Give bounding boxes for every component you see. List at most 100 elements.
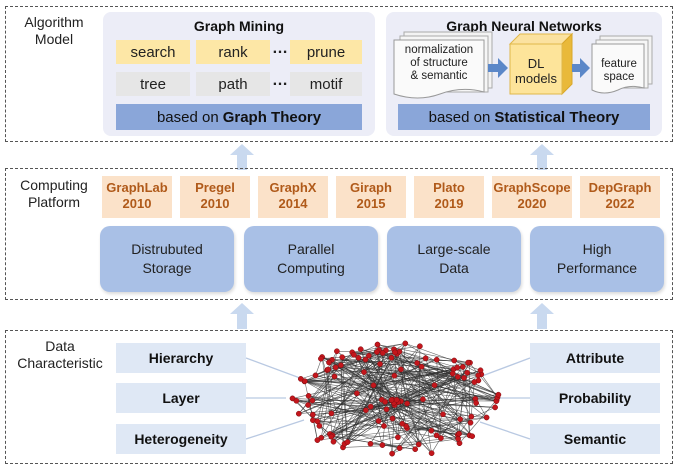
network-node bbox=[473, 400, 479, 406]
network-node bbox=[293, 397, 300, 404]
network-node bbox=[495, 391, 502, 398]
network-edge bbox=[329, 433, 398, 438]
algorithm-model-label: Algorithm Model bbox=[10, 14, 98, 48]
gnn-output-text: feature space bbox=[594, 58, 644, 84]
gnn-model-text: DL models bbox=[510, 56, 562, 86]
statistical-theory-bar: based on Statistical Theory bbox=[398, 104, 650, 130]
network-edge bbox=[308, 395, 473, 437]
network-node bbox=[383, 406, 390, 413]
network-node bbox=[418, 363, 425, 370]
network-edge bbox=[384, 401, 458, 436]
network-node bbox=[477, 367, 484, 374]
network-edge bbox=[368, 355, 407, 427]
network-edge bbox=[416, 362, 444, 415]
network-edge bbox=[329, 401, 386, 435]
network-node bbox=[471, 379, 478, 385]
network-node bbox=[417, 343, 423, 350]
network-edge bbox=[363, 344, 378, 373]
network-node bbox=[412, 446, 419, 453]
network-node bbox=[428, 427, 435, 434]
network-node bbox=[465, 359, 471, 366]
network-node bbox=[374, 341, 381, 348]
data-label-line2: Characteristic bbox=[17, 355, 103, 371]
computing-label-line1: Computing bbox=[20, 177, 88, 193]
data-characteristic-label: Data Characteristic bbox=[10, 338, 110, 372]
gnn-input-line3: & semantic bbox=[410, 70, 468, 82]
network-node bbox=[389, 450, 395, 457]
network-edge bbox=[425, 358, 435, 386]
network-edge bbox=[298, 369, 402, 414]
network-edge bbox=[400, 369, 408, 404]
network-edge bbox=[312, 351, 400, 401]
data-characteristic-section bbox=[5, 330, 673, 464]
chip-rank: rank bbox=[196, 40, 270, 64]
chip-motif: motif bbox=[290, 72, 362, 96]
network-node bbox=[454, 374, 461, 380]
network-edge bbox=[373, 368, 454, 386]
network-edge bbox=[304, 351, 400, 382]
network-node bbox=[492, 404, 498, 411]
network-node bbox=[309, 397, 316, 404]
network-edge bbox=[333, 345, 421, 442]
chip-path: path bbox=[196, 72, 270, 96]
network-node bbox=[374, 349, 380, 355]
feature-distributed-storage: Distrubuted Storage bbox=[100, 226, 234, 292]
feature-line2: Computing bbox=[277, 260, 345, 276]
network-edge bbox=[377, 344, 458, 368]
network-node bbox=[440, 411, 446, 418]
system-giraph: Giraph 2015 bbox=[336, 176, 406, 218]
network-node bbox=[454, 364, 461, 371]
network-edge bbox=[321, 356, 392, 401]
network-edge bbox=[304, 380, 385, 427]
network-edge bbox=[340, 364, 393, 400]
network-edge bbox=[334, 376, 358, 394]
network-node bbox=[354, 390, 360, 397]
network-node bbox=[382, 399, 388, 405]
network-edge bbox=[304, 380, 472, 417]
network-edge bbox=[331, 352, 396, 414]
system-pregel: Pregel 2010 bbox=[180, 176, 250, 218]
feature-line2: Performance bbox=[556, 260, 638, 276]
network-edge bbox=[399, 351, 461, 420]
output-stack-icon bbox=[591, 35, 653, 94]
system-year: 2010 bbox=[200, 196, 230, 211]
network-node bbox=[326, 359, 332, 366]
network-node bbox=[312, 372, 319, 379]
network-node bbox=[449, 370, 456, 377]
network-edge bbox=[332, 435, 400, 449]
network-edge bbox=[298, 367, 336, 414]
network-edge bbox=[422, 399, 432, 454]
char-layer: Layer bbox=[116, 383, 246, 413]
network-node bbox=[344, 439, 351, 445]
gnn-output-line2: space bbox=[603, 71, 635, 83]
network-edge bbox=[326, 369, 393, 400]
network-node bbox=[357, 346, 364, 353]
system-name: Giraph bbox=[350, 180, 392, 195]
gnn-title: Graph Neural Networks bbox=[446, 18, 602, 34]
system-name: GraphScope bbox=[493, 180, 571, 195]
feature-line1: High bbox=[582, 241, 612, 257]
network-node bbox=[339, 354, 346, 361]
network-nodes bbox=[289, 340, 502, 457]
network-edge bbox=[391, 375, 479, 454]
network-node bbox=[318, 355, 324, 362]
network-edge bbox=[340, 365, 344, 448]
gnn-input-line1: normalization bbox=[404, 44, 474, 56]
network-edge bbox=[391, 357, 498, 398]
system-year: 2015 bbox=[356, 196, 386, 211]
network-node bbox=[392, 349, 398, 356]
gnn-input-text: normalization of structure & semantic bbox=[394, 44, 484, 83]
up-arrow-icon bbox=[530, 144, 554, 170]
network-node bbox=[328, 410, 335, 417]
pipeline-arrow-2 bbox=[572, 58, 590, 78]
network-node bbox=[396, 445, 403, 451]
network-node bbox=[366, 352, 372, 359]
network-node bbox=[381, 423, 387, 429]
network-node bbox=[467, 419, 474, 426]
network-node bbox=[391, 372, 398, 379]
network-node bbox=[469, 433, 476, 440]
network-node bbox=[338, 362, 344, 369]
network-edge bbox=[360, 349, 399, 438]
network-node bbox=[431, 382, 438, 389]
